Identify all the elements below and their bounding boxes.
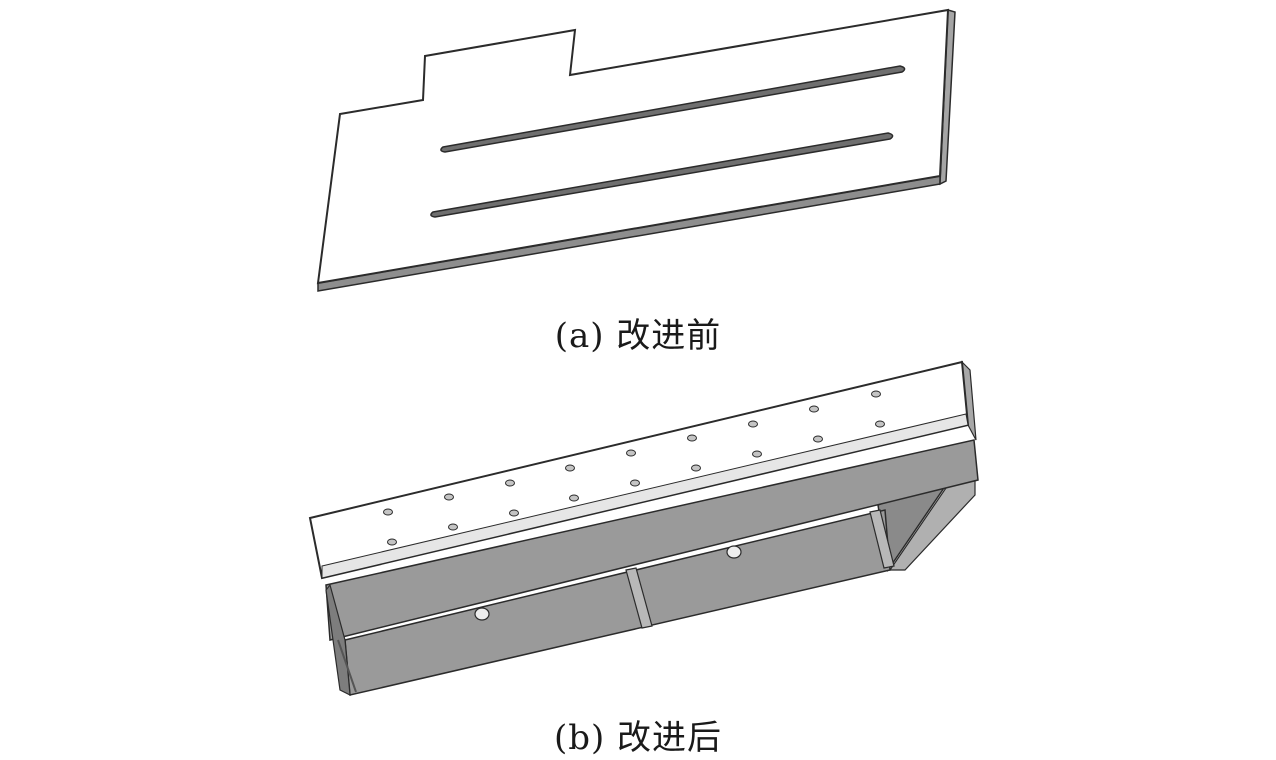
- plate-slot-lower: [430, 132, 894, 218]
- box-middle-stiffener: [625, 567, 653, 629]
- panel-b-box: [308, 360, 979, 697]
- plate-slot-upper: [440, 65, 906, 153]
- plate-top-face: [316, 8, 950, 285]
- top-plate-holes: [383, 390, 885, 546]
- box-top-bevel: [321, 413, 969, 579]
- box-right-stiffener: [869, 509, 895, 569]
- caption-panel-a: (a) 改进前: [554, 316, 722, 356]
- panel-a-plate: [316, 8, 956, 292]
- box-front-web: [325, 439, 979, 641]
- caption-panel-b: (b) 改进后: [553, 718, 723, 758]
- web-hole-left: [474, 607, 490, 621]
- web-hole-right: [726, 545, 742, 559]
- box-right-gusset-face: [888, 479, 976, 571]
